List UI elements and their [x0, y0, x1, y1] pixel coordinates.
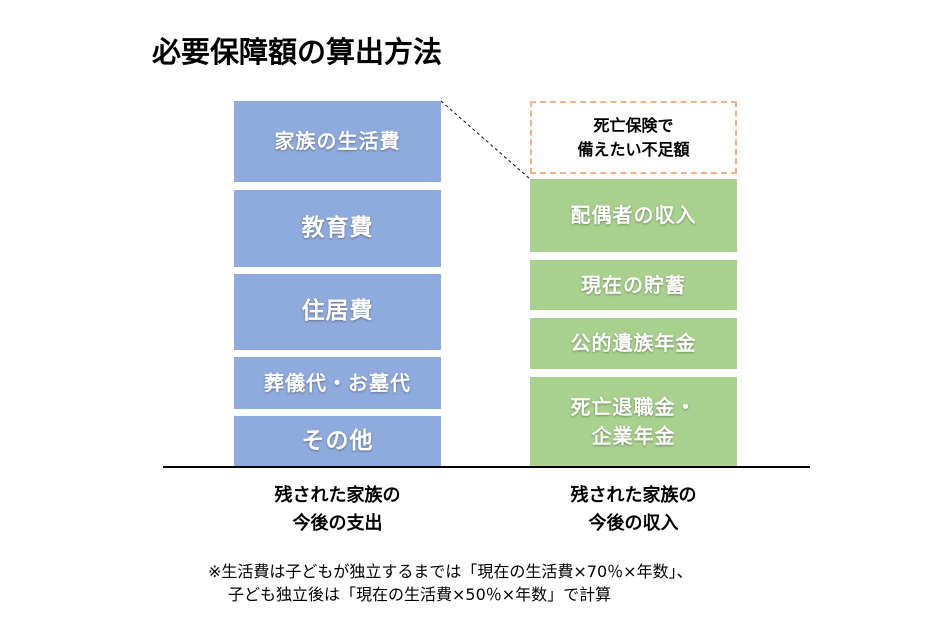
expenses-caption-line-1: 残された家族の	[274, 485, 401, 506]
shortfall-line-1: 死亡保険で	[593, 115, 674, 135]
expense-living-costs: 家族の生活費	[234, 101, 441, 182]
income-retirement-line-2: 企業年金	[591, 424, 676, 448]
expense-housing: 住居費	[234, 274, 441, 350]
shortfall-line-2: 備えたい不足額	[577, 139, 690, 159]
income-spouse: 配偶者の収入	[530, 179, 737, 252]
baseline	[163, 466, 810, 468]
page-title: 必要保障額の算出方法	[152, 35, 443, 69]
expense-education: 教育費	[234, 190, 441, 267]
expenses-caption: 残された家族の 今後の支出	[234, 482, 441, 538]
expense-funeral: 葬儀代・お墓代	[234, 357, 441, 409]
income-savings: 現在の貯蓄	[530, 260, 737, 310]
footnote-line-2: 子ども独立後は「現在の生活費×50％×年数」で計算	[228, 585, 612, 604]
expenses-caption-line-2: 今後の支出	[292, 512, 383, 534]
income-retirement-line-1: 死亡退職金・	[570, 395, 697, 419]
income-retirement: 死亡退職金・ 企業年金	[530, 377, 737, 467]
footnote-line-1: ※生活費は子どもが独立するまでは「現在の生活費×70％×年数」、	[208, 562, 693, 581]
income-caption-line-1: 残された家族の	[570, 485, 697, 506]
income-caption-line-2: 今後の収入	[588, 512, 679, 534]
income-survivor-pension: 公的遺族年金	[530, 318, 737, 369]
expense-other: その他	[234, 416, 441, 467]
shortfall-box: 死亡保険で 備えたい不足額	[530, 101, 737, 174]
income-caption: 残された家族の 今後の収入	[530, 482, 737, 538]
